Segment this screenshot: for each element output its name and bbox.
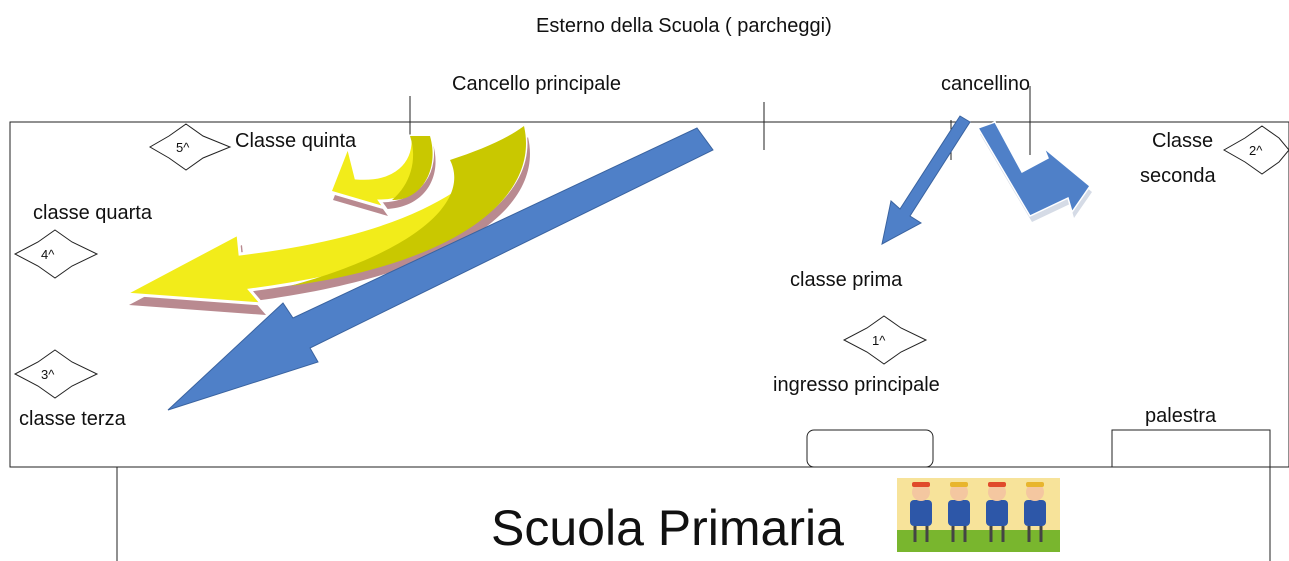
- badge-4-text: 4^: [41, 247, 55, 262]
- badge-5-text: 5^: [176, 140, 190, 155]
- class5-label: Classe quinta: [235, 130, 357, 152]
- badge-2-text: 2^: [1249, 143, 1263, 158]
- gym-label: palestra: [1145, 405, 1217, 427]
- main-entrance-door: [806, 429, 934, 468]
- main-gate-label: Cancello principale: [452, 73, 621, 95]
- small-gate-label: cancellino: [941, 73, 1030, 95]
- main-entrance-label: ingresso principale: [773, 374, 940, 396]
- children-logo: [897, 478, 1060, 552]
- badge-star-2: [1222, 125, 1289, 175]
- arrow-to-class1: [881, 115, 971, 245]
- class1-label: classe prima: [790, 269, 903, 291]
- gym-door: [1111, 429, 1271, 467]
- badge-star-3: [13, 349, 99, 399]
- class2-label-line1: Classe: [1152, 130, 1214, 152]
- badge-star-5: [149, 123, 232, 171]
- badge-1-text: 1^: [872, 333, 886, 348]
- class4-label: classe quarta: [33, 202, 152, 224]
- outside-label: Esterno della Scuola ( parcheggi): [536, 15, 832, 37]
- class3-label: classe terza: [19, 408, 126, 430]
- arrow-to-class2: [976, 121, 1092, 217]
- arrow-to-class5-tone: [392, 136, 433, 201]
- school-title: Scuola Primaria: [491, 500, 844, 556]
- badge-3-text: 3^: [41, 367, 55, 382]
- arrow-to-class3: [167, 127, 714, 411]
- badge-star-1: [842, 315, 928, 365]
- badge-star-4: [13, 229, 99, 279]
- school-building: [116, 466, 1271, 561]
- class2-label-line2: seconda: [1140, 165, 1216, 187]
- arrow-to-class4-tone: [290, 126, 527, 286]
